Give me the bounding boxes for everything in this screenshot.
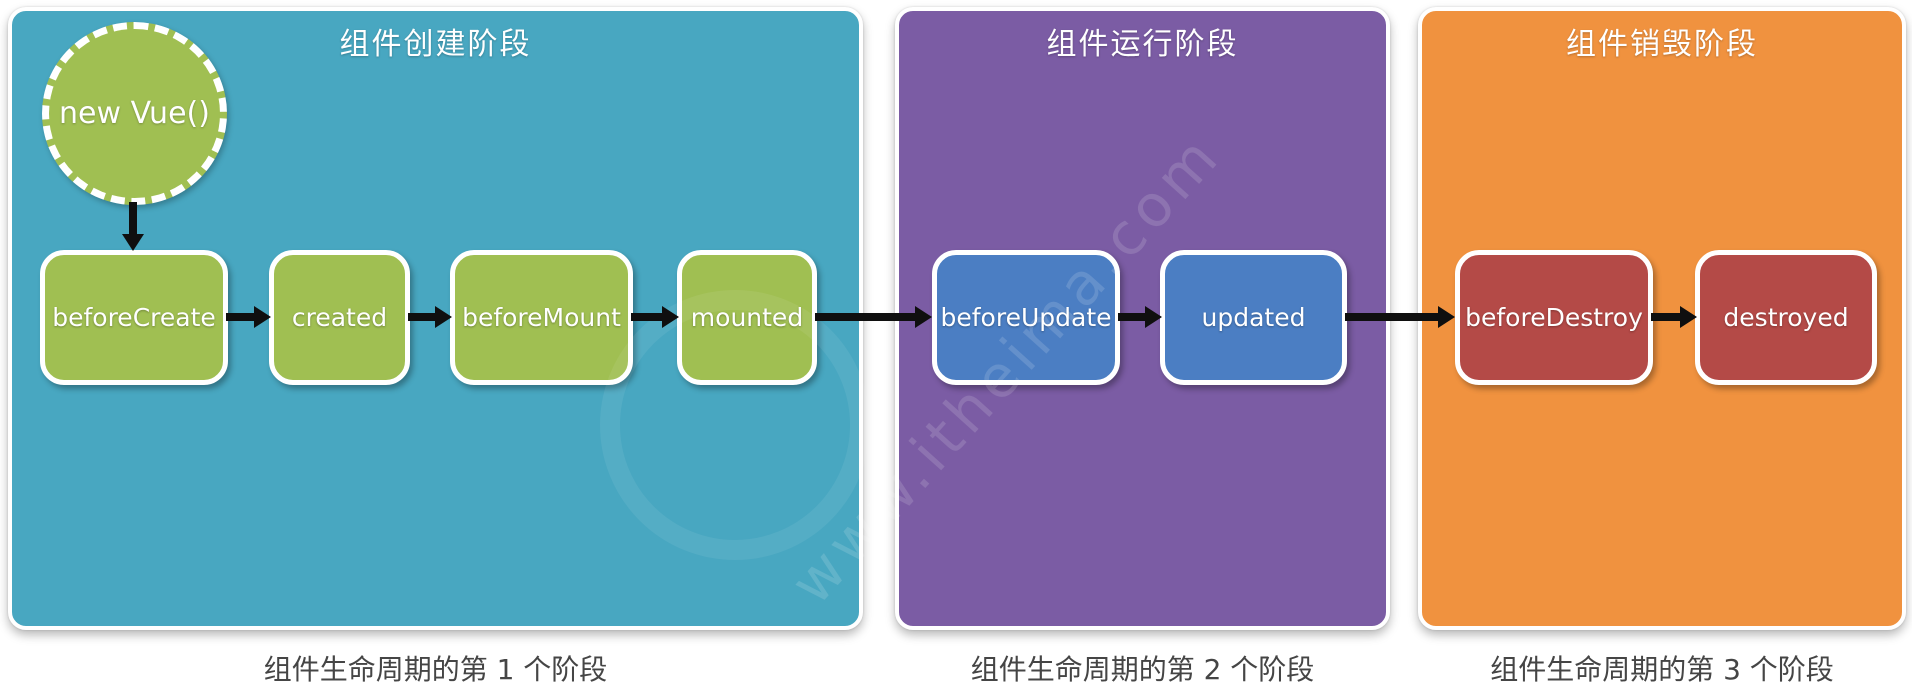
node-beforeCreate-label: beforeCreate <box>52 303 216 332</box>
node-beforeUpdate-label: beforeUpdate <box>940 303 1112 332</box>
node-beforeDestroy-label: beforeDestroy <box>1465 303 1643 332</box>
panel-creation-title: 组件创建阶段 <box>339 27 532 62</box>
node-beforeMount: beforeMount <box>450 250 633 385</box>
panel-destruction-title: 组件销毁阶段 <box>1566 27 1758 62</box>
node-destroyed-label: destroyed <box>1723 303 1849 332</box>
node-updated: updated <box>1160 250 1347 385</box>
node-mounted: mounted <box>677 250 817 385</box>
node-destroyed: destroyed <box>1695 250 1877 385</box>
arrow-beforedestroy-to-destroyed <box>1651 313 1680 321</box>
arrow-beforeupdate-to-updated <box>1118 313 1145 321</box>
caption-stage-2: 组件生命周期的第 2 个阶段 <box>970 653 1315 686</box>
node-mounted-label: mounted <box>690 303 804 332</box>
arrow-updated-to-beforedestroy <box>1345 313 1438 321</box>
new-vue-label: new Vue() <box>59 96 210 131</box>
arrow-beforecreate-to-created <box>226 313 254 321</box>
node-beforeDestroy: beforeDestroy <box>1455 250 1653 385</box>
arrow-created-to-beforemount <box>408 313 435 321</box>
panel-running-title: 组件运行阶段 <box>1046 27 1239 62</box>
node-beforeCreate: beforeCreate <box>40 250 228 385</box>
node-updated-label: updated <box>1201 303 1306 332</box>
arrow-newvue-to-beforecreate <box>129 202 137 234</box>
arrow-mounted-to-beforeupdate <box>815 313 915 321</box>
node-created: created <box>269 250 410 385</box>
node-created-label: created <box>291 303 388 332</box>
new-vue-start-node: new Vue() <box>42 22 227 205</box>
node-beforeUpdate: beforeUpdate <box>932 250 1120 385</box>
arrow-beforemount-to-mounted <box>631 313 662 321</box>
caption-stage-3: 组件生命周期的第 3 个阶段 <box>1490 653 1834 686</box>
node-beforeMount-label: beforeMount <box>462 303 621 332</box>
caption-stage-1: 组件生命周期的第 1 个阶段 <box>263 653 608 686</box>
